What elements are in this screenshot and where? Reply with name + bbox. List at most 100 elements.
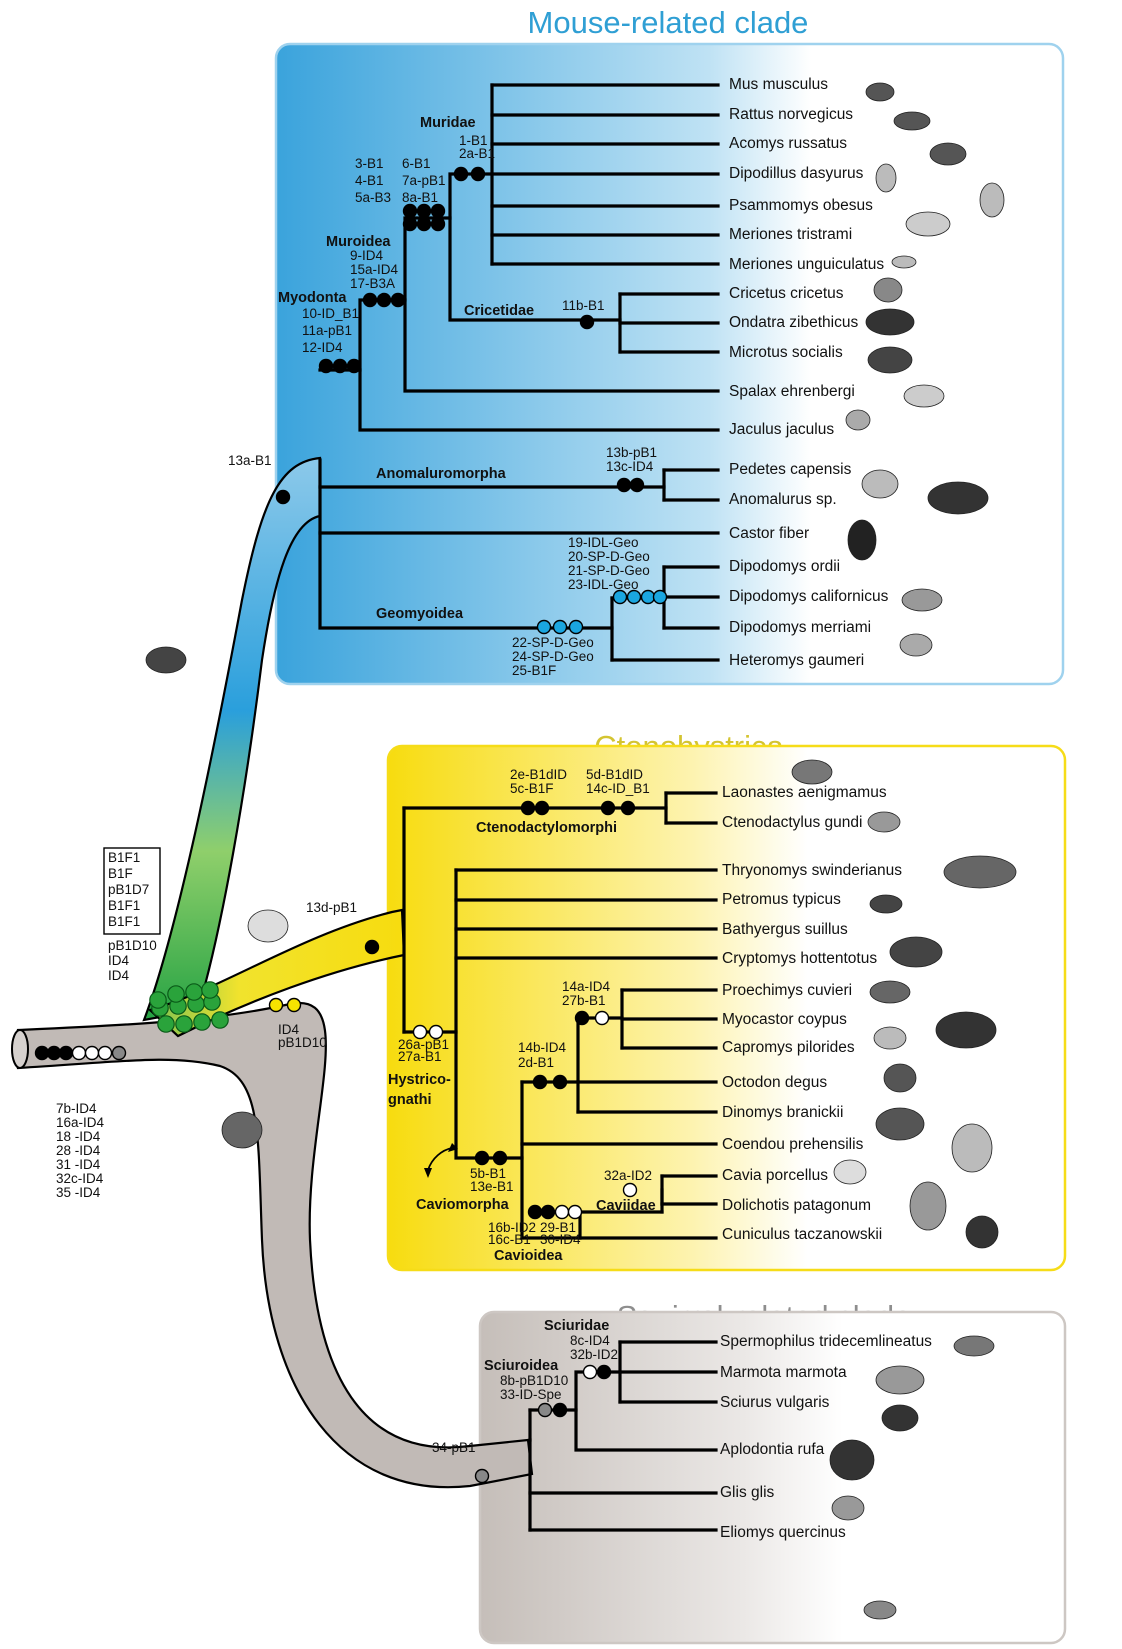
event-root_cteno-0: 13d-pB1 [306,900,357,915]
clade-sciuroidea: Sciuroidea [484,1358,559,1374]
clade-muridae: Muridae [420,115,476,131]
event-myodonta-1: 11a-pB1 [302,323,352,338]
event-cavioidea_a-0: 16b-ID2 [488,1220,536,1235]
event-below_box-0: pB1D10 [108,938,157,953]
event-marker-24 [652,589,668,605]
event-geomy-2: 25-B1F [512,663,556,678]
mole-rat-illustration-icon [903,384,945,408]
species-mouse-18: Heteromys gaumeri [729,652,864,669]
green-marker-4 [157,1015,175,1033]
event-marker-38 [622,1182,638,1198]
event-marker-37 [492,1150,508,1166]
porcupine-illustration-icon [951,1123,993,1173]
beaver-illustration-icon [847,519,877,561]
event-marker-32 [574,1010,590,1026]
event-sciuridae-1: 32b-ID2 [570,1347,618,1362]
fat-sand-rat-illustration-icon [905,211,951,237]
garden-dormouse-illustration-icon [863,1600,897,1620]
root-tube-end [11,1029,29,1069]
event-marker-28 [620,800,636,816]
event-mur_b-1: 7a-pB1 [402,173,446,188]
event-cteno_b-1: 14c-ID_B1 [586,781,650,796]
event-root-4: 31 -ID4 [56,1157,101,1172]
event-marker-52 [84,1045,100,1061]
squirrel-clade-panel [478,1310,1067,1645]
mouse-clade-title: Mouse-related clade [528,5,809,40]
event-marker-18 [536,619,552,635]
event-cavioidea_b-0: 29-B1 [540,1220,576,1235]
event-marker-19 [552,619,568,635]
event-marker-4 [430,203,446,219]
event-cavioidea_a-1: 16c-B1 [488,1232,531,1247]
green-marker-5 [175,1015,193,1033]
event-marker-23 [640,589,656,605]
event-octo-0: 14b-ID4 [518,1040,567,1055]
event-anomalur-1: 13c-ID4 [606,459,654,474]
event-below_box-1: ID4 [108,953,130,968]
paca-illustration-icon [965,1215,999,1249]
event-marker-16 [629,477,645,493]
event-below_box-2: ID4 [108,968,130,983]
dormouse-illustration-icon [831,1495,865,1521]
hutia-illustration-icon [873,1026,907,1050]
event-cavio-1: 13e-B1 [470,1179,514,1194]
mouse-clade-panel [274,42,1065,686]
species-squirrel-0: Spermophilus tridecemlineatus [720,1333,932,1350]
guinea-pig-ancestor-illustration-icon [247,909,289,943]
tree-branch-0 [318,458,614,630]
species-mouse-1: Rattus norvegicus [729,106,853,123]
chipmunk-illustration-icon [953,1335,995,1357]
pacarana-illustration-icon [875,1107,925,1141]
event-marker-1 [470,166,486,182]
event-marker-41 [554,1204,570,1220]
clade-hystricognathi-2: gnathi [388,1092,432,1108]
mouse-tube [142,456,322,1022]
species-cteno-6: Proechimys cuvieri [722,982,852,999]
event-root-1: 16a-ID4 [56,1115,105,1130]
green-marker-6 [193,1013,211,1031]
clade-ctenodactylomorphi: Ctenodactylomorphi [476,820,617,836]
event-marker-6 [416,216,432,232]
clade-anomaluromorpha: Anomaluromorpha [376,466,507,482]
proechimys-illustration-icon [869,980,911,1004]
species-squirrel-1: Marmota marmota [720,1364,847,1381]
event-marker-45 [537,1402,553,1418]
mara-illustration-icon [909,1181,947,1231]
event-boxed-1: B1F [108,866,133,881]
flying-squirrel-illustration-icon [927,481,989,515]
event-marker-2 [402,203,418,219]
event-marker-39 [527,1204,543,1220]
rotation-arrow-head-b [448,1143,458,1152]
jird-illustration-icon [979,182,1005,218]
event-root-3: 28 -ID4 [56,1143,101,1158]
coypu-illustration-icon [935,1011,997,1049]
event-root-5: 32c-ID4 [56,1171,104,1186]
clade-caviidae: Caviidae [596,1198,656,1214]
event-marker-56 [286,997,302,1013]
green-marker-8 [149,991,167,1009]
event-squirrel_root-0: 34-pB1 [432,1440,476,1455]
event-marker-5 [402,216,418,232]
clade-caviomorpha: Caviomorpha [416,1197,510,1213]
ancestral-events-box [103,847,161,935]
species-cteno-1: Ctenodactylus gundi [722,814,862,831]
clade-hystricognathi-1: Hystrico- [388,1072,451,1088]
event-root_mouse-0: 13a-B1 [228,453,272,468]
event-marker-25 [520,800,536,816]
event-cteno_b-0: 5d-B1dID [586,767,643,782]
event-geomy-1: 24-SP-D-Geo [512,649,594,664]
species-mouse-3: Dipodillus dasyurus [729,165,864,182]
species-cteno-0: Laonastes aenigmamus [722,784,887,801]
event-marker-43 [582,1364,598,1380]
clade-myodonta: Myodonta [278,290,347,306]
muskrat-illustration-icon [865,308,915,336]
event-muroidea-0: 9-ID4 [350,248,384,263]
event-muridae-0: 1-B1 [459,133,488,148]
event-proech-1: 27b-B1 [562,993,606,1008]
event-marker-47 [474,1468,490,1484]
event-markers [34,166,668,1484]
event-muridae-1: 2a-B1 [459,146,495,161]
event-marker-51 [71,1045,87,1061]
clade-cricetidae: Cricetidae [464,303,534,319]
springhare-illustration-icon [861,469,899,499]
